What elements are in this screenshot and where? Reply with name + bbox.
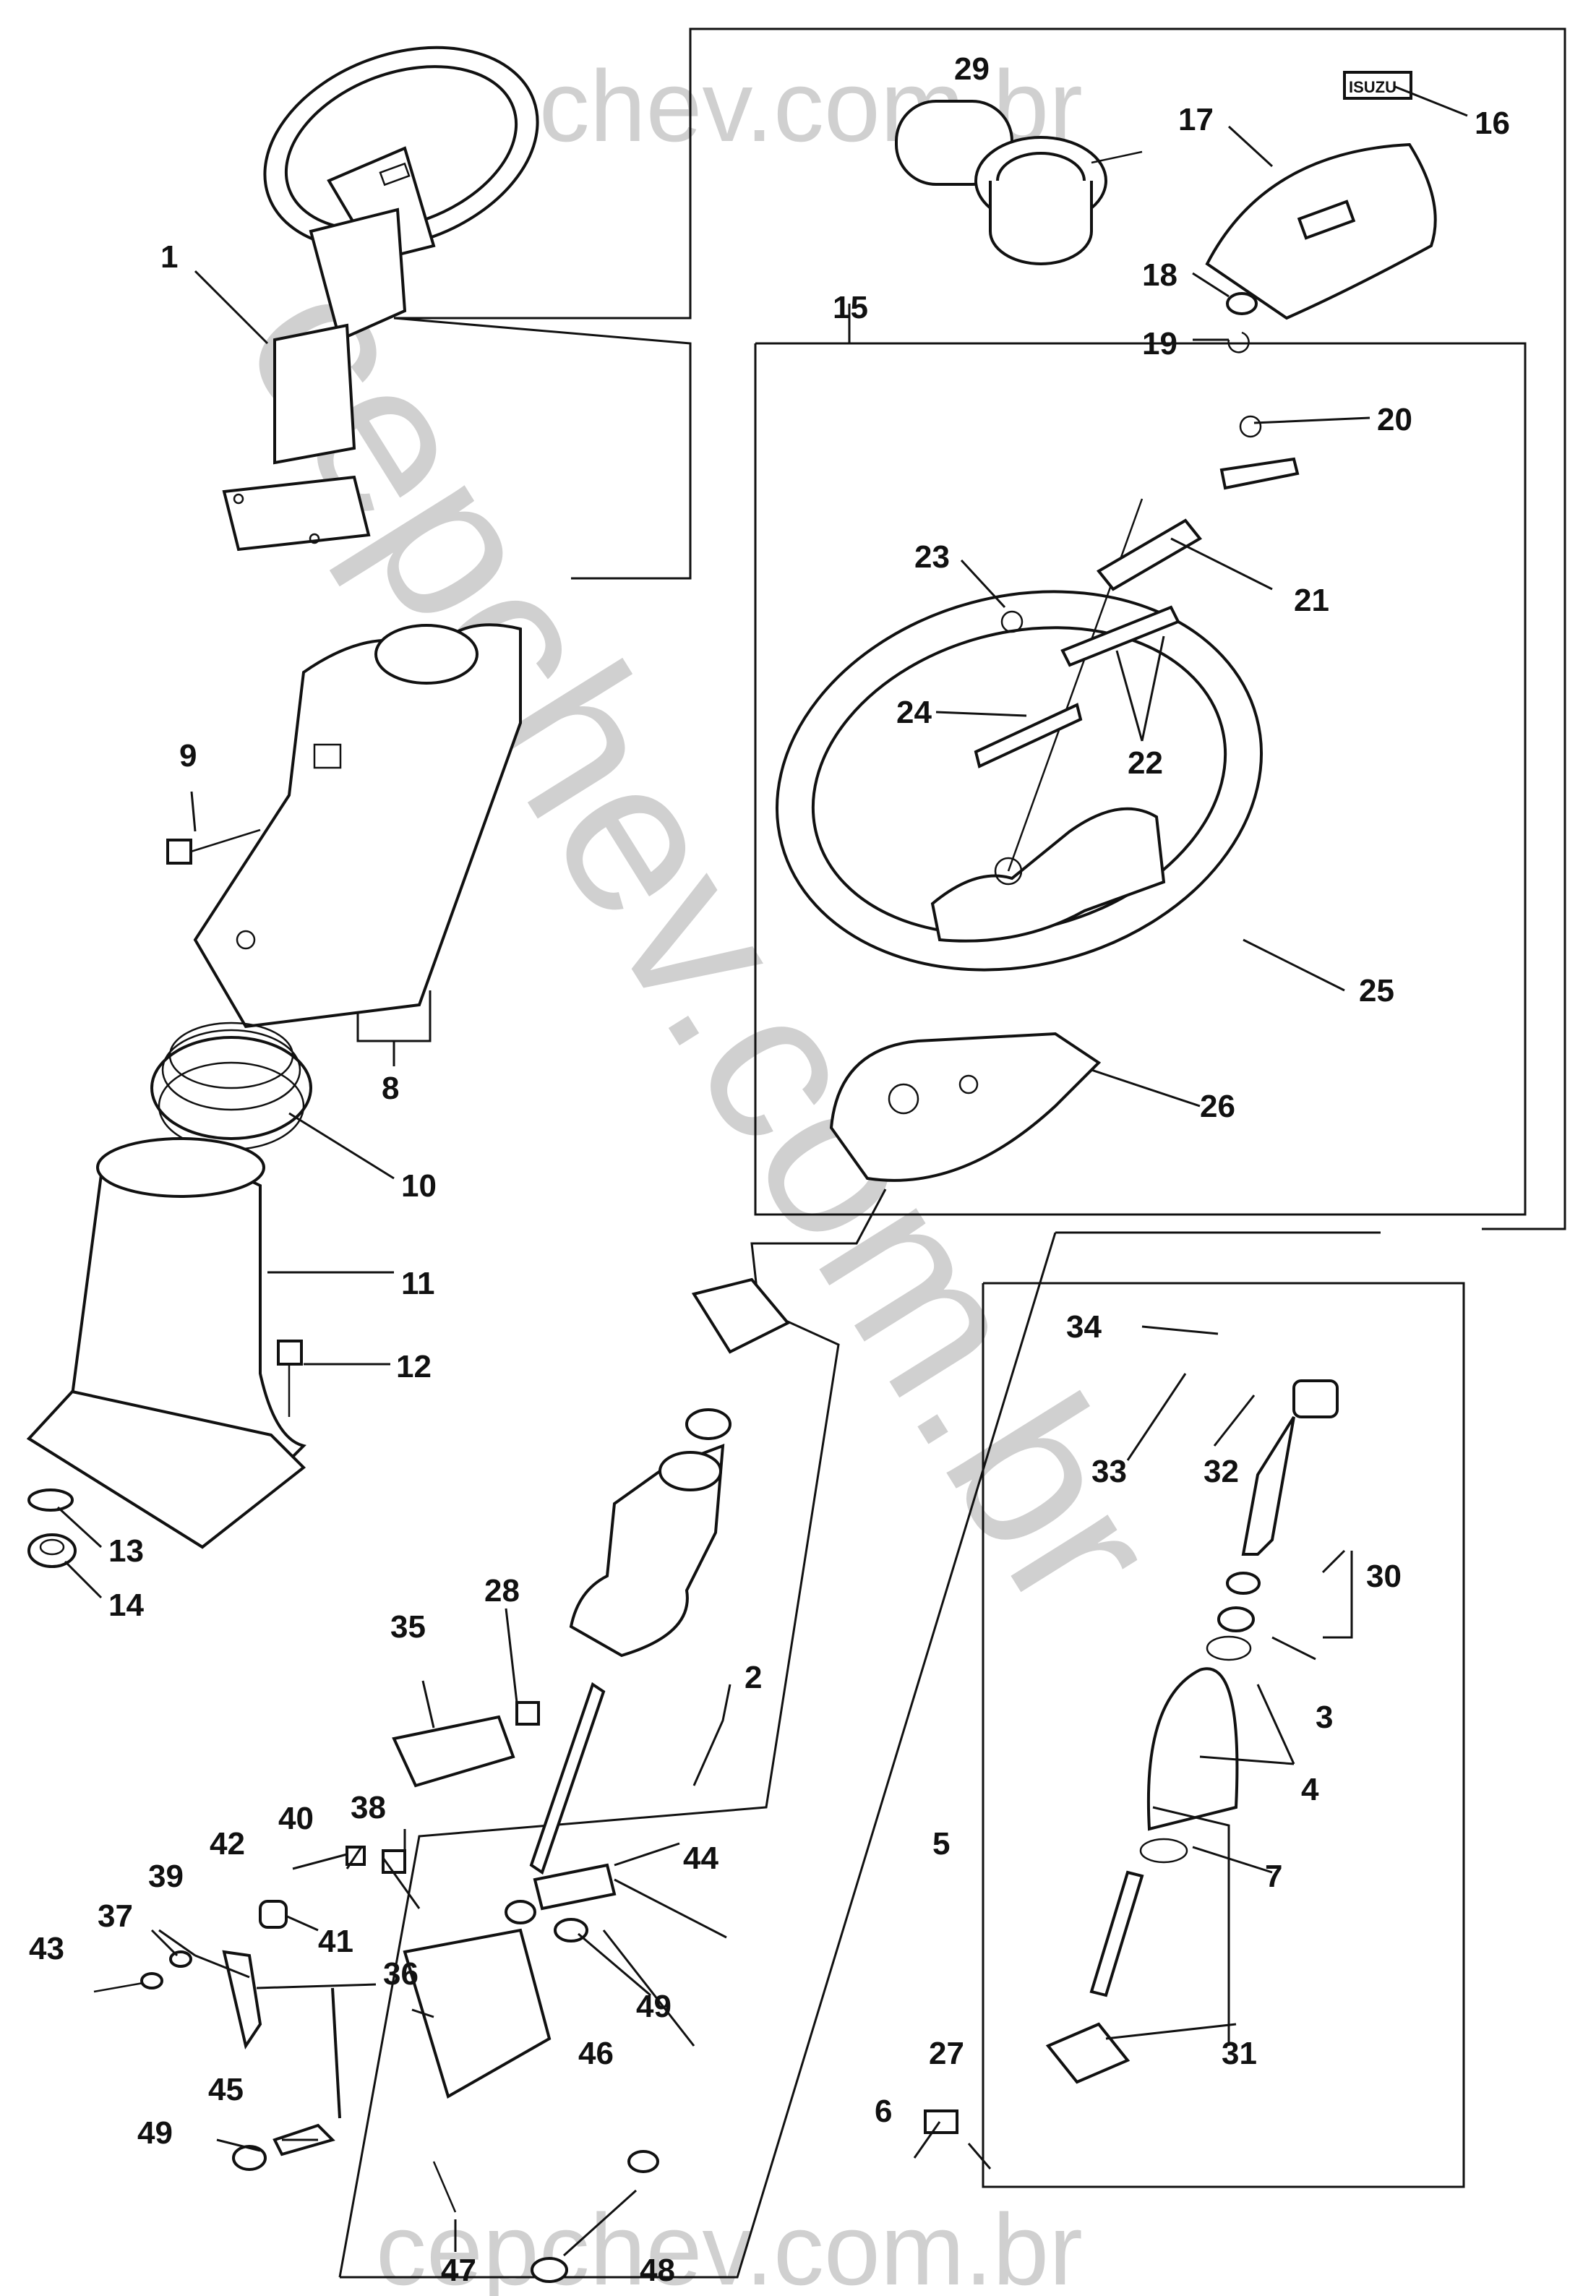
nut-18-washer-19 bbox=[1226, 292, 1258, 354]
intermediate-shaft bbox=[924, 1379, 1339, 2134]
combination-switch bbox=[895, 100, 1143, 265]
column-tube bbox=[505, 1277, 791, 1924]
callout-36: 36 bbox=[383, 1956, 419, 1992]
coil-boot bbox=[150, 1021, 312, 1151]
leader-lines bbox=[56, 85, 1468, 2257]
callout-17: 17 bbox=[1178, 102, 1214, 137]
callout-39: 39 bbox=[148, 1859, 184, 1894]
callout-frames bbox=[338, 27, 1566, 2279]
callout-40: 40 bbox=[278, 1801, 314, 1836]
callout-22: 22 bbox=[1128, 745, 1163, 781]
callout-48: 48 bbox=[640, 2253, 675, 2288]
callout-2: 2 bbox=[745, 1660, 762, 1695]
callout-41: 41 bbox=[318, 1924, 353, 1959]
callout-49-upper: 49 bbox=[636, 1989, 672, 2024]
callout-31: 31 bbox=[1222, 2036, 1257, 2071]
callout-27: 27 bbox=[929, 2036, 964, 2071]
callout-29: 29 bbox=[954, 51, 990, 87]
callout-1: 1 bbox=[160, 239, 178, 275]
callout-23: 23 bbox=[914, 539, 950, 575]
callout-47: 47 bbox=[441, 2253, 476, 2288]
callout-18: 18 bbox=[1142, 257, 1177, 293]
callout-28: 28 bbox=[484, 1573, 520, 1609]
watermark-bottom: cepchev.com.br bbox=[376, 2193, 1083, 2296]
callout-25: 25 bbox=[1359, 973, 1394, 1008]
callout-14: 14 bbox=[108, 1588, 144, 1623]
callout-19: 19 bbox=[1142, 326, 1177, 361]
callout-24: 24 bbox=[896, 695, 932, 730]
callout-46: 46 bbox=[578, 2036, 614, 2071]
callout-43: 43 bbox=[29, 1931, 64, 1966]
callout-12: 12 bbox=[396, 1349, 432, 1384]
callout-32: 32 bbox=[1204, 1454, 1239, 1489]
steering-column-assembly bbox=[222, 46, 539, 552]
washer-13-nut-14 bbox=[27, 1488, 77, 1568]
callout-4: 4 bbox=[1301, 1772, 1319, 1807]
callout-numbers: 1 2 3 4 5 6 7 8 9 10 11 12 13 14 15 16 1… bbox=[29, 51, 1510, 2288]
callout-5: 5 bbox=[932, 1826, 950, 1862]
callout-49-lower: 49 bbox=[137, 2115, 173, 2151]
callout-37: 37 bbox=[98, 1898, 133, 1934]
callout-35: 35 bbox=[390, 1609, 426, 1645]
isuzu-badge-text: ISUZU bbox=[1349, 78, 1396, 96]
callout-30: 30 bbox=[1366, 1559, 1402, 1594]
lower-boot bbox=[26, 1137, 306, 1549]
steering-wheel bbox=[776, 415, 1300, 972]
callout-21: 21 bbox=[1294, 583, 1329, 618]
column-cover bbox=[166, 623, 522, 1029]
callout-6: 6 bbox=[875, 2094, 892, 2129]
callout-26: 26 bbox=[1200, 1089, 1235, 1124]
callout-45: 45 bbox=[208, 2072, 244, 2107]
callout-7: 7 bbox=[1265, 1859, 1282, 1894]
callout-8: 8 bbox=[382, 1071, 399, 1106]
callout-13: 13 bbox=[108, 1533, 144, 1569]
callout-38: 38 bbox=[351, 1790, 386, 1825]
steering-hub bbox=[829, 1032, 1102, 1182]
callout-33: 33 bbox=[1091, 1454, 1127, 1489]
lower-bracket-parts bbox=[93, 1701, 659, 2283]
callout-34: 34 bbox=[1066, 1309, 1102, 1345]
callout-42: 42 bbox=[210, 1826, 245, 1862]
callout-11: 11 bbox=[401, 1266, 435, 1301]
horn-cover: ISUZU bbox=[1205, 71, 1437, 320]
callout-20: 20 bbox=[1377, 402, 1412, 437]
callout-10: 10 bbox=[401, 1168, 437, 1204]
callout-3: 3 bbox=[1316, 1700, 1333, 1735]
callout-16: 16 bbox=[1475, 106, 1510, 141]
callout-44: 44 bbox=[683, 1841, 718, 1876]
callout-9: 9 bbox=[179, 738, 197, 774]
callout-15: 15 bbox=[833, 290, 868, 325]
